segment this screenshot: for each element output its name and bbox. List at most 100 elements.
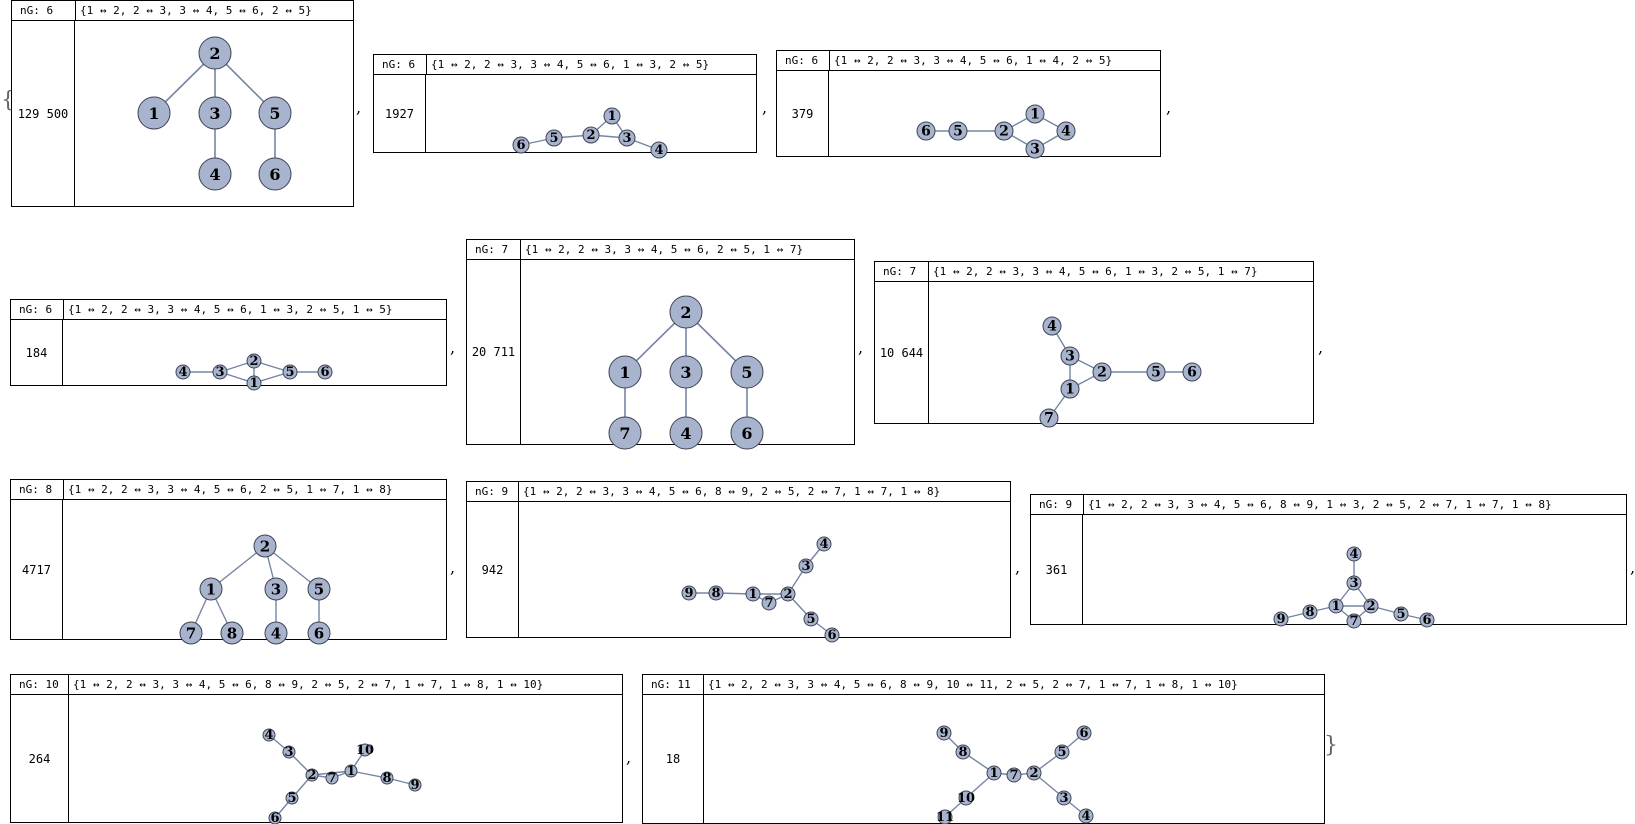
vertex-label: 7: [1009, 768, 1018, 783]
card-header: nG: 7{1 ↔ 2, 2 ↔ 3, 3 ↔ 4, 5 ↔ 6, 1 ↔ 3,…: [875, 262, 1313, 282]
vertex-label: 1: [346, 764, 355, 779]
edge-list-label: {1 ↔ 2, 2 ↔ 3, 3 ↔ 4, 5 ↔ 6, 1 ↔ 4, 2 ↔ …: [834, 54, 1113, 67]
graph-card: nG: 6{1 ↔ 2, 2 ↔ 3, 3 ↔ 4, 5 ↔ 6, 1 ↔ 3,…: [373, 54, 757, 159]
vertex-label: 5: [287, 791, 296, 806]
vertex-circle: [1039, 408, 1059, 428]
graph-vertex: 6: [307, 621, 331, 645]
vertex-label: 11: [936, 810, 954, 824]
vertex-label: 1: [148, 104, 159, 123]
graph-vertex: 3: [264, 577, 288, 601]
graph-count-value: 1927: [374, 75, 426, 152]
graph-vertex: 8: [380, 771, 394, 786]
vertex-label: 6: [1187, 365, 1197, 381]
graph-vertex: 2: [582, 126, 600, 144]
card-header: nG: 6{1 ↔ 2, 2 ↔ 3, 3 ↔ 4, 5 ↔ 6, 1 ↔ 3,…: [374, 55, 756, 75]
list-separator: ,: [1318, 338, 1324, 357]
vertex-circle: [780, 586, 796, 602]
graph-vertex: 1: [1060, 379, 1080, 399]
graph-vertex: 10: [957, 790, 975, 806]
vertex-circle: [199, 577, 223, 601]
vertex-circle: [669, 295, 703, 329]
graph-card: nG: 6{1 ↔ 2, 2 ↔ 3, 3 ↔ 4, 5 ↔ 6, 1 ↔ 4,…: [776, 50, 1161, 159]
edge-list-label: {1 ↔ 2, 2 ↔ 3, 3 ↔ 4, 5 ↔ 6, 2 ↔ 5, 1 ↔ …: [525, 243, 804, 256]
graph-vertex: 9: [1273, 611, 1289, 627]
graph-vertex: 9: [936, 725, 952, 741]
vertex-label: 5: [1057, 745, 1066, 760]
graph-card: nG: 8{1 ↔ 2, 2 ↔ 3, 3 ↔ 4, 5 ↔ 6, 2 ↔ 5,…: [10, 479, 447, 645]
vertex-label: 5: [314, 581, 324, 599]
edge-list-label: {1 ↔ 2, 2 ↔ 3, 3 ↔ 4, 5 ↔ 6, 1 ↔ 3, 2 ↔ …: [933, 265, 1258, 278]
vertex-label: 2: [1366, 599, 1375, 614]
vertex-label: 1: [607, 109, 616, 124]
vertex-label: 10: [356, 743, 374, 758]
card-header: nG: 10{1 ↔ 2, 2 ↔ 3, 3 ↔ 4, 5 ↔ 6, 8 ↔ 9…: [11, 675, 622, 695]
vertex-label: 8: [382, 771, 391, 786]
graph-card: nG: 7{1 ↔ 2, 2 ↔ 3, 3 ↔ 4, 5 ↔ 6, 1 ↔ 3,…: [874, 261, 1314, 428]
vertex-circle: [264, 621, 288, 645]
graph-vertex: 8: [1302, 604, 1318, 620]
vertex-circle: [1026, 765, 1042, 781]
vertex-circle: [994, 121, 1014, 141]
graph-vertex: 4: [816, 536, 832, 552]
vertex-circle: [1060, 346, 1080, 366]
graph-vertex: 2: [780, 586, 796, 602]
vertex-circle: [246, 375, 262, 391]
vertex-label: 1: [1030, 107, 1040, 123]
graph-vertex: 7: [1039, 408, 1059, 428]
vertex-label: 6: [741, 424, 752, 443]
vertex-label: 6: [1422, 613, 1431, 628]
vertex-label: 4: [1081, 809, 1090, 824]
list-separator: ,: [1015, 558, 1021, 577]
graph-vertex: 6: [512, 136, 530, 154]
graph-vertex: 6: [1419, 612, 1435, 628]
vertex-label: 2: [260, 538, 270, 556]
edge-list-label: {1 ↔ 2, 2 ↔ 3, 3 ↔ 4, 5 ↔ 6, 2 ↔ 5, 1 ↔ …: [68, 483, 393, 496]
graph-vertex: 5: [545, 129, 563, 147]
vertex-label: 1: [748, 587, 757, 602]
vertex-circle: [730, 355, 764, 389]
vertex-circle: [816, 536, 832, 552]
vertex-circle: [937, 809, 953, 824]
graph-card: nG: 6{1 ↔ 2, 2 ↔ 3, 3 ↔ 4, 5 ↔ 6, 1 ↔ 3,…: [10, 299, 447, 391]
vertex-circle: [603, 107, 621, 125]
vertex-label: 6: [314, 625, 324, 643]
graph-vertex: 7: [1006, 767, 1022, 783]
card-header: nG: 11{1 ↔ 2, 2 ↔ 3, 3 ↔ 4, 5 ↔ 6, 8 ↔ 9…: [643, 675, 1324, 695]
card-header: nG: 8{1 ↔ 2, 2 ↔ 3, 3 ↔ 4, 5 ↔ 6, 2 ↔ 5,…: [11, 480, 446, 500]
graph-vertex: 5: [285, 791, 299, 806]
graph-vertex: 3: [1346, 575, 1362, 591]
vertex-label: 3: [215, 365, 224, 380]
vertex-circle: [803, 611, 819, 627]
vertex-circle: [1056, 121, 1076, 141]
graph-vertex: 4: [1078, 808, 1094, 824]
vertex-circle: [669, 416, 703, 450]
graph-vertex: 8: [220, 621, 244, 645]
vertex-circle: [824, 627, 840, 643]
graph-vertex: 4: [1056, 121, 1076, 141]
vertex-circle: [1025, 139, 1045, 159]
vertex-label: 1: [619, 363, 630, 382]
graph-vertex: 6: [916, 121, 936, 141]
edge-list-label: {1 ↔ 2, 2 ↔ 3, 3 ↔ 4, 5 ↔ 6, 8 ↔ 9, 2 ↔ …: [73, 678, 544, 691]
graph-edge: [210, 545, 266, 590]
graph-vertex: 2: [994, 121, 1014, 141]
edge-list-label: {1 ↔ 2, 2 ↔ 3, 3 ↔ 4, 5 ↔ 6, 1 ↔ 3, 2 ↔ …: [68, 303, 393, 316]
vertex-label: 8: [1305, 605, 1314, 620]
vertex-circle: [1346, 546, 1362, 562]
card-header: nG: 9{1 ↔ 2, 2 ↔ 3, 3 ↔ 4, 5 ↔ 6, 8 ↔ 9,…: [467, 482, 1010, 502]
vertex-label: 8: [711, 586, 720, 601]
edge-list-label: {1 ↔ 2, 2 ↔ 3, 3 ↔ 4, 5 ↔ 6, 1 ↔ 3, 2 ↔ …: [431, 58, 710, 71]
vertex-circle: [545, 129, 563, 147]
vertex-circle: [681, 585, 697, 601]
graph-vertex: 1: [199, 577, 223, 601]
vertex-count-label: nG: 11: [643, 675, 704, 694]
graph-card: nG: 6{1 ↔ 2, 2 ↔ 3, 3 ↔ 4, 5 ↔ 6, 2 ↔ 5}…: [11, 0, 354, 207]
vertex-circle: [198, 157, 232, 191]
graph-vertex: 3: [1025, 139, 1045, 159]
vertex-circle: [285, 791, 299, 805]
